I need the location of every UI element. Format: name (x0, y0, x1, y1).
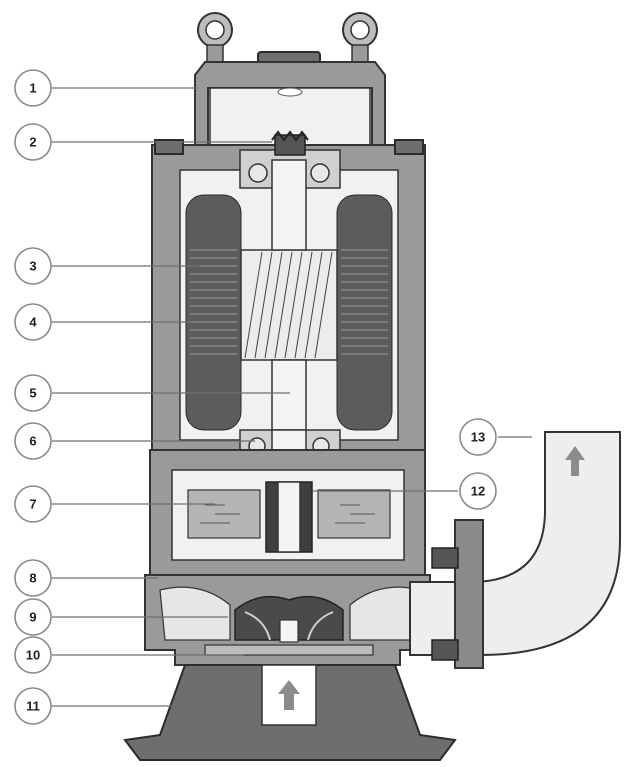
callout-label: 11 (26, 699, 40, 714)
callout-3: 3 (14, 247, 52, 285)
callout-label: 7 (29, 497, 36, 512)
outlet-arrow-icon (565, 446, 585, 476)
callout-label: 1 (29, 81, 36, 96)
callout-label: 12 (471, 484, 485, 499)
callout-label: 6 (29, 434, 36, 449)
callout-label: 3 (29, 259, 36, 274)
callout-label: 5 (29, 386, 36, 401)
lifting-eye-left (197, 12, 233, 76)
callout-13: 13 (459, 418, 497, 456)
callout-label: 2 (29, 135, 36, 150)
callout-12: 12 (459, 472, 497, 510)
callout-1: 1 (14, 69, 52, 107)
wear-ring (204, 644, 374, 656)
impeller (234, 595, 344, 643)
rotor (240, 249, 338, 361)
callout-4: 4 (14, 303, 52, 341)
callout-label: 8 (29, 571, 36, 586)
callout-8: 8 (14, 559, 52, 597)
callout-5: 5 (14, 374, 52, 412)
callout-7: 7 (14, 485, 52, 523)
mechanical-seal (265, 481, 313, 553)
stator-windings (185, 194, 393, 431)
callout-2: 2 (14, 123, 52, 161)
callout-label: 10 (26, 648, 40, 663)
inlet-arrow-icon (278, 680, 300, 710)
base-stand (123, 664, 457, 761)
callout-label: 9 (29, 610, 36, 625)
callout-9: 9 (14, 598, 52, 636)
discharge-elbow (409, 431, 621, 669)
callout-11: 11 (14, 687, 52, 725)
callout-label: 13 (471, 430, 485, 445)
callout-6: 6 (14, 422, 52, 460)
callout-label: 4 (29, 315, 37, 330)
callout-10: 10 (14, 636, 52, 674)
leader-lines (52, 87, 532, 707)
